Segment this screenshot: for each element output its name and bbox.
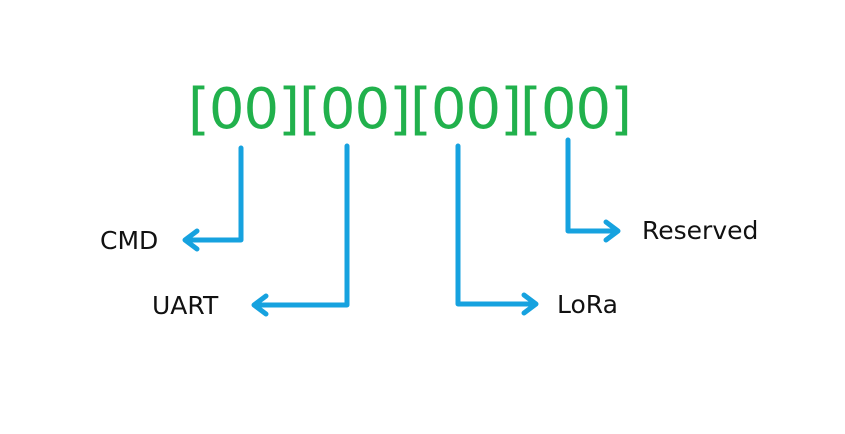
arrow-uart	[255, 143, 350, 308]
label-reserved: Reserved	[642, 216, 759, 245]
arrow-lora	[455, 143, 535, 307]
label-lora: LoRa	[557, 290, 618, 319]
arrowhead-uart	[251, 293, 269, 317]
label-cmd: CMD	[100, 226, 159, 255]
arrowhead-cmd	[182, 228, 200, 252]
byte-2-field: [00]	[299, 77, 411, 142]
arrow-reserved	[565, 137, 617, 234]
label-uart: UART	[152, 291, 219, 320]
arrowhead-lora	[521, 292, 539, 316]
arrowhead-reserved	[603, 219, 621, 243]
byte-1-field: [00]	[188, 77, 300, 142]
byte-4-field: [00]	[520, 77, 632, 142]
byte-3-field: [00]	[410, 77, 522, 142]
arrow-cmd	[185, 145, 244, 243]
